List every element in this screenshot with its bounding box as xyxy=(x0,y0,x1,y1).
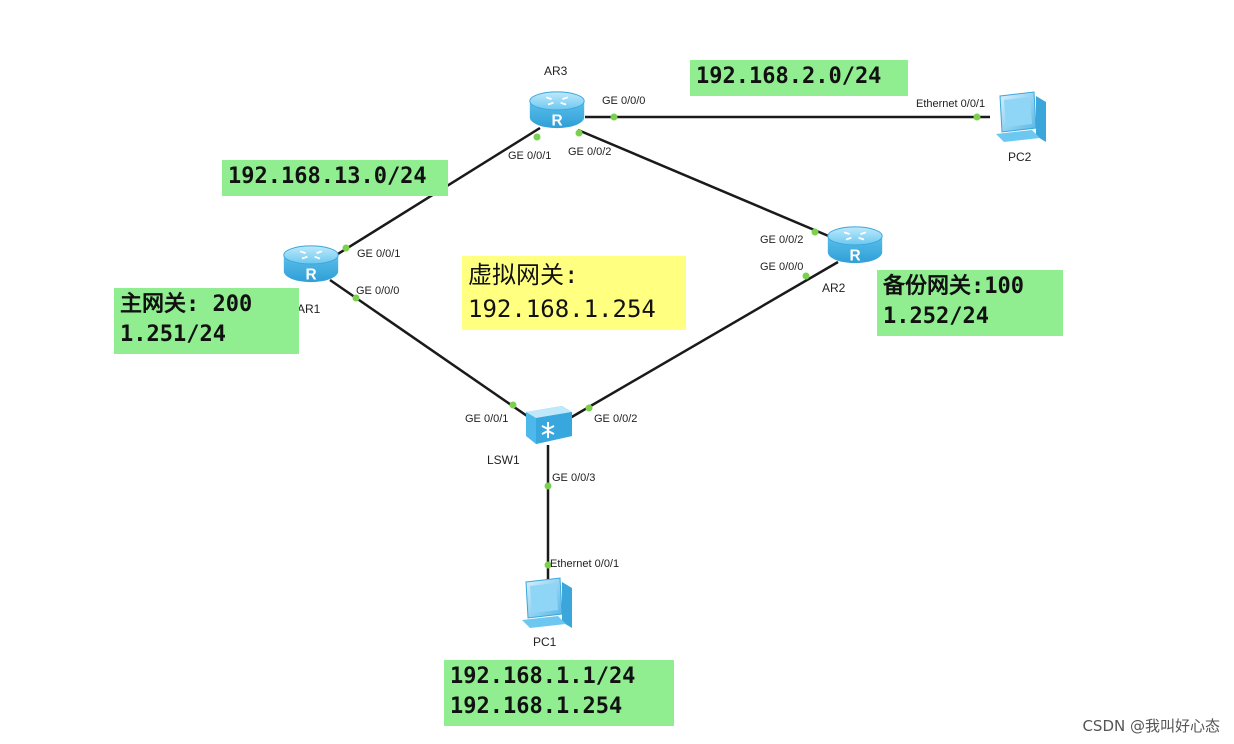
port-label: GE 0/0/2 xyxy=(594,413,637,425)
port-label: GE 0/0/0 xyxy=(356,285,399,297)
device-label-ar1: AR1 xyxy=(297,302,321,316)
port-labels: GE 0/0/0 Ethernet 0/0/1 GE 0/0/1 GE 0/0/… xyxy=(356,95,985,570)
device-ar3[interactable]: AR3 xyxy=(528,64,586,131)
port-dot xyxy=(533,133,541,141)
pc-icon xyxy=(995,91,1047,143)
note-net-2: 192.168.2.0/24 xyxy=(690,60,908,96)
port-dot xyxy=(544,482,552,490)
port-dot xyxy=(352,294,360,302)
port-dot xyxy=(610,113,618,121)
note-text: 虚拟网关: xyxy=(468,261,579,289)
port-dot xyxy=(802,272,810,280)
router-icon xyxy=(826,225,884,266)
port-dot xyxy=(575,129,583,137)
port-dot xyxy=(585,404,593,412)
port-label: GE 0/0/1 xyxy=(357,248,400,260)
note-master-gateway: 主网关: 200 1.251/24 xyxy=(114,288,299,354)
note-text: 备份网关:100 xyxy=(883,274,1024,299)
links xyxy=(324,115,990,588)
port-dot xyxy=(973,113,981,121)
port-dot xyxy=(509,401,517,409)
device-ar1[interactable]: AR1 xyxy=(282,244,340,316)
device-label-ar2: AR2 xyxy=(822,281,846,295)
device-label-lsw1: LSW1 xyxy=(487,453,520,467)
link-ar1-lsw1 xyxy=(329,278,531,420)
note-text: 192.168.2.0/24 xyxy=(696,64,882,89)
note-text: 192.168.1.254 xyxy=(468,295,656,323)
note-text: 1.251/24 xyxy=(120,322,226,347)
note-text: 192.168.1.1/24 xyxy=(450,664,636,689)
note-backup-gateway: 备份网关:100 1.252/24 xyxy=(877,270,1063,336)
note-text: 主网关: 200 xyxy=(120,292,253,317)
note-text: 1.252/24 xyxy=(883,304,989,329)
note-text: 192.168.1.254 xyxy=(450,694,623,719)
port-label: Ethernet 0/0/1 xyxy=(916,98,985,110)
note-virtual-gateway: 虚拟网关: 192.168.1.254 xyxy=(462,256,686,330)
link-ar3-ar2 xyxy=(577,128,839,242)
device-label-ar3: AR3 xyxy=(544,64,568,78)
router-icon xyxy=(282,244,340,285)
watermark: CSDN @我叫好心态 xyxy=(1082,717,1220,735)
port-dots xyxy=(342,113,981,569)
port-label: Ethernet 0/0/1 xyxy=(550,558,619,570)
port-label: GE 0/0/0 xyxy=(760,261,803,273)
pc-icon xyxy=(521,577,573,629)
note-net-13: 192.168.13.0/24 xyxy=(222,160,448,196)
port-label: GE 0/0/2 xyxy=(568,146,611,158)
port-dot xyxy=(811,228,819,236)
device-label-pc2: PC2 xyxy=(1008,150,1032,164)
port-label: GE 0/0/2 xyxy=(760,234,803,246)
device-ar2[interactable]: AR2 xyxy=(822,225,884,295)
device-pc1[interactable]: PC1 xyxy=(521,577,573,649)
router-icon xyxy=(528,90,586,131)
port-label: GE 0/0/0 xyxy=(602,95,645,107)
port-dot xyxy=(544,561,552,569)
port-dot xyxy=(342,244,350,252)
link-ar2-lsw1 xyxy=(569,260,839,420)
device-pc2[interactable]: PC2 xyxy=(995,91,1047,164)
note-text: 192.168.13.0/24 xyxy=(228,164,427,189)
device-label-pc1: PC1 xyxy=(533,635,557,649)
note-pc1-config: 192.168.1.1/24 192.168.1.254 xyxy=(444,660,674,726)
switch-icon xyxy=(525,405,573,445)
port-label: GE 0/0/3 xyxy=(552,472,595,484)
port-label: GE 0/0/1 xyxy=(508,150,551,162)
device-lsw1[interactable]: LSW1 xyxy=(487,405,573,467)
port-label: GE 0/0/1 xyxy=(465,413,508,425)
